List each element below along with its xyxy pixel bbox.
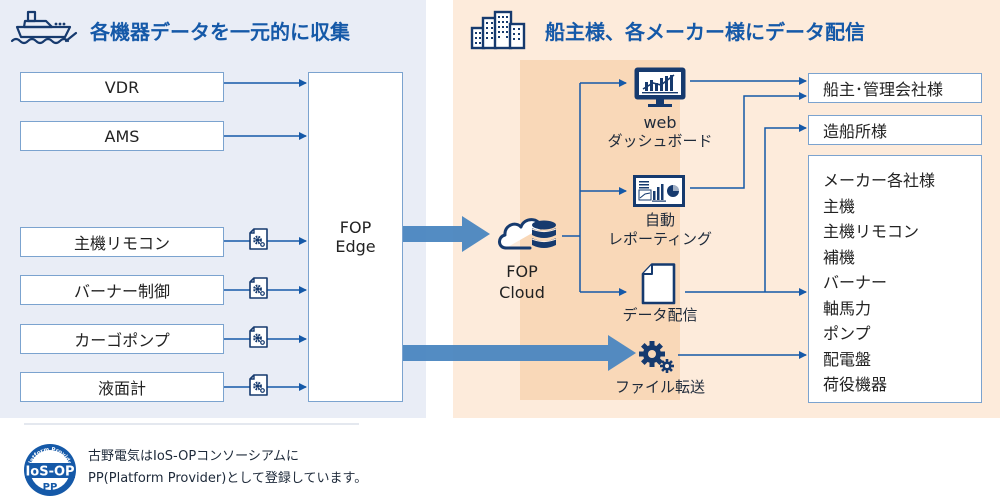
cloud-label-line2: Cloud bbox=[499, 283, 545, 302]
maker-item: メーカー各社様 bbox=[823, 171, 936, 190]
config-file-icon bbox=[248, 276, 269, 300]
maker-item: 主機リモコン bbox=[823, 222, 920, 241]
edge-label-line1: FOP bbox=[339, 218, 372, 237]
ship-icon bbox=[10, 10, 78, 45]
ios-op-pp-badge: Platform Provider IoS-OP PP bbox=[24, 444, 76, 496]
source-cargo-pump: カーゴポンプ bbox=[20, 324, 224, 354]
arrow-delivery-shipyard bbox=[764, 124, 807, 292]
source-level-gauge: 液面計 bbox=[20, 372, 224, 402]
dashboard-label: web ダッシュボード bbox=[600, 113, 720, 151]
maker-item: 配電盤 bbox=[823, 349, 872, 369]
recipient-shipyard: 造船所様 bbox=[808, 115, 982, 145]
footer-note: 古野電気はIoS-OPコンソーシアムに PP(Platform Provider… bbox=[88, 446, 367, 490]
source-label: 主機リモコン bbox=[73, 234, 170, 253]
config-file-icon bbox=[248, 227, 269, 251]
footer-line1: 古野電気はIoS-OPコンソーシアムに bbox=[88, 449, 299, 464]
config-file-icon bbox=[248, 373, 269, 397]
recipient-owner: 船主･管理会社様 bbox=[808, 73, 982, 103]
source-burner-control: バーナー制御 bbox=[20, 275, 224, 305]
source-label: カーゴポンプ bbox=[74, 331, 170, 350]
file-transfer-label: ファイル転送 bbox=[614, 378, 705, 396]
config-file-icon bbox=[248, 325, 269, 349]
arrow-report-owner bbox=[690, 92, 807, 189]
maker-item: 主機 bbox=[823, 196, 856, 216]
report-icon bbox=[633, 175, 685, 207]
badge-pp-text: PP bbox=[43, 482, 58, 493]
dashboard-label-line2: ダッシュボード bbox=[607, 132, 713, 150]
source-label: VDR bbox=[104, 77, 140, 97]
maker-item: バーナー bbox=[823, 273, 888, 292]
source-main-engine-remote: 主機リモコン bbox=[20, 227, 224, 257]
monitor-chart-icon bbox=[634, 67, 686, 107]
gears-icon bbox=[639, 341, 674, 373]
data-delivery-label: データ配信 bbox=[622, 306, 698, 324]
cloud-label-line1: FOP bbox=[506, 262, 538, 281]
big-arrow-to-file-transfer bbox=[403, 335, 636, 371]
collection-title: 各機器データを一元的に収集 bbox=[90, 20, 350, 44]
footer-divider bbox=[24, 423, 359, 425]
maker-item: 軸馬力 bbox=[823, 298, 872, 318]
source-label: AMS bbox=[104, 126, 140, 146]
footer-line2: PP(Platform Provider)として登録しています。 bbox=[88, 471, 368, 486]
maker-item: 荷役機器 bbox=[823, 375, 888, 394]
document-icon bbox=[641, 263, 676, 305]
maker-item: ポンプ bbox=[823, 324, 871, 343]
source-vdr: VDR bbox=[20, 72, 224, 102]
recipient-shipyard-label: 造船所様 bbox=[823, 122, 888, 141]
maker-item: 補機 bbox=[823, 247, 856, 267]
source-ams: AMS bbox=[20, 121, 224, 151]
badge-main-text: IoS-OP bbox=[25, 465, 74, 480]
source-label: 液面計 bbox=[97, 379, 146, 398]
source-label: バーナー制御 bbox=[73, 282, 170, 301]
distribution-title: 船主様、各メーカー様にデータ配信 bbox=[545, 20, 865, 44]
big-arrow-to-cloud bbox=[403, 216, 490, 252]
edge-label-line2: Edge bbox=[335, 237, 376, 256]
cloud-label: FOP Cloud bbox=[491, 261, 553, 303]
reporting-label: 自動 レポーティング bbox=[595, 211, 725, 249]
reporting-label-line1: 自動 bbox=[644, 211, 675, 229]
cloud-database-icon bbox=[498, 218, 557, 250]
reporting-label-line2: レポーティング bbox=[607, 230, 713, 248]
recipient-owner-label: 船主･管理会社様 bbox=[823, 80, 944, 99]
buildings-icon bbox=[470, 10, 526, 50]
fop-edge: FOP Edge bbox=[308, 72, 403, 402]
dashboard-label-line1: web bbox=[643, 113, 677, 132]
recipient-makers: メーカー各社様 主機 主機リモコン 補機 バーナー 軸馬力 ポンプ 配電盤 荷役… bbox=[808, 155, 982, 403]
